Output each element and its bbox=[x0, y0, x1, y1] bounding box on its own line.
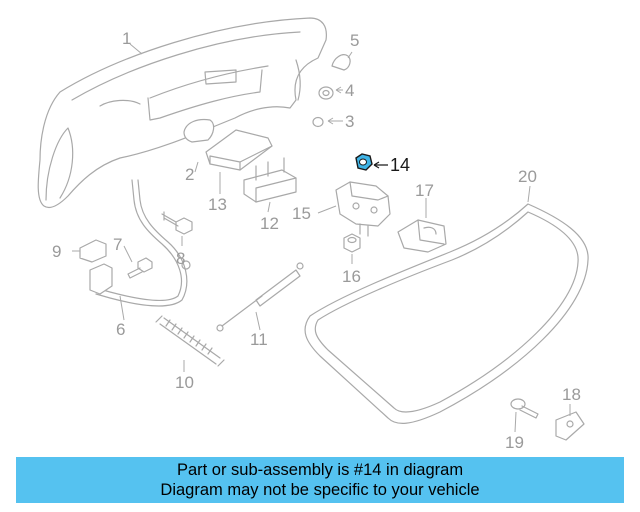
part-16-nut bbox=[343, 233, 361, 253]
part-17-guide bbox=[397, 219, 447, 253]
callout-14: 14 bbox=[390, 155, 410, 175]
callout-11: 11 bbox=[250, 330, 268, 349]
callout-2: 2 bbox=[185, 165, 194, 184]
part-13-switch bbox=[205, 129, 273, 171]
callout-12: 12 bbox=[260, 214, 279, 233]
callout-3: 3 bbox=[345, 112, 354, 131]
leader-lines bbox=[72, 43, 571, 433]
callout-19: 19 bbox=[505, 433, 524, 452]
callout-7: 7 bbox=[113, 235, 122, 254]
callout-15: 15 bbox=[292, 204, 311, 223]
part-5-bump-stop bbox=[331, 54, 351, 71]
part-14-nut bbox=[355, 153, 373, 171]
callout-18: 18 bbox=[562, 385, 581, 404]
callout-5: 5 bbox=[350, 31, 359, 50]
part-4-grommet bbox=[318, 86, 334, 100]
part-20-weatherstrip bbox=[304, 203, 589, 424]
callout-16: 16 bbox=[342, 267, 361, 286]
callout-labels: 1 2 3 4 5 6 7 8 9 10 11 12 13 14 15 16 1… bbox=[52, 29, 581, 452]
callout-20: 20 bbox=[518, 167, 537, 186]
callout-1: 1 bbox=[122, 29, 131, 48]
part-7-bolt bbox=[127, 257, 153, 279]
callout-6: 6 bbox=[116, 320, 125, 339]
info-banner: Part or sub-assembly is #14 in diagram D… bbox=[16, 457, 624, 503]
part-9-pad bbox=[79, 239, 107, 263]
part-6-hinge bbox=[89, 179, 191, 307]
part-10-spring bbox=[155, 315, 225, 367]
part-19-bolt bbox=[510, 398, 539, 419]
part-12-handle bbox=[243, 157, 297, 203]
callout-9: 9 bbox=[52, 242, 61, 261]
callout-17: 17 bbox=[415, 181, 434, 200]
part-15-latch bbox=[335, 181, 391, 237]
callout-10: 10 bbox=[175, 373, 194, 392]
part-8-bolt bbox=[161, 211, 193, 235]
part-3-ring bbox=[312, 116, 324, 128]
part-1-trunk-lid bbox=[37, 17, 327, 209]
part-11-gas-strut bbox=[216, 262, 304, 332]
part-2-cap bbox=[183, 118, 215, 143]
callout-8: 8 bbox=[176, 249, 185, 268]
callout-4: 4 bbox=[345, 81, 354, 100]
callout-13: 13 bbox=[208, 195, 227, 214]
banner-line-1: Part or sub-assembly is #14 in diagram bbox=[176, 461, 464, 479]
part-18-striker bbox=[555, 411, 585, 441]
banner-line-2: Diagram may not be specific to your vehi… bbox=[160, 481, 480, 499]
parts-diagram: 1 2 3 4 5 6 7 8 9 10 11 12 13 14 15 16 1… bbox=[37, 17, 589, 452]
